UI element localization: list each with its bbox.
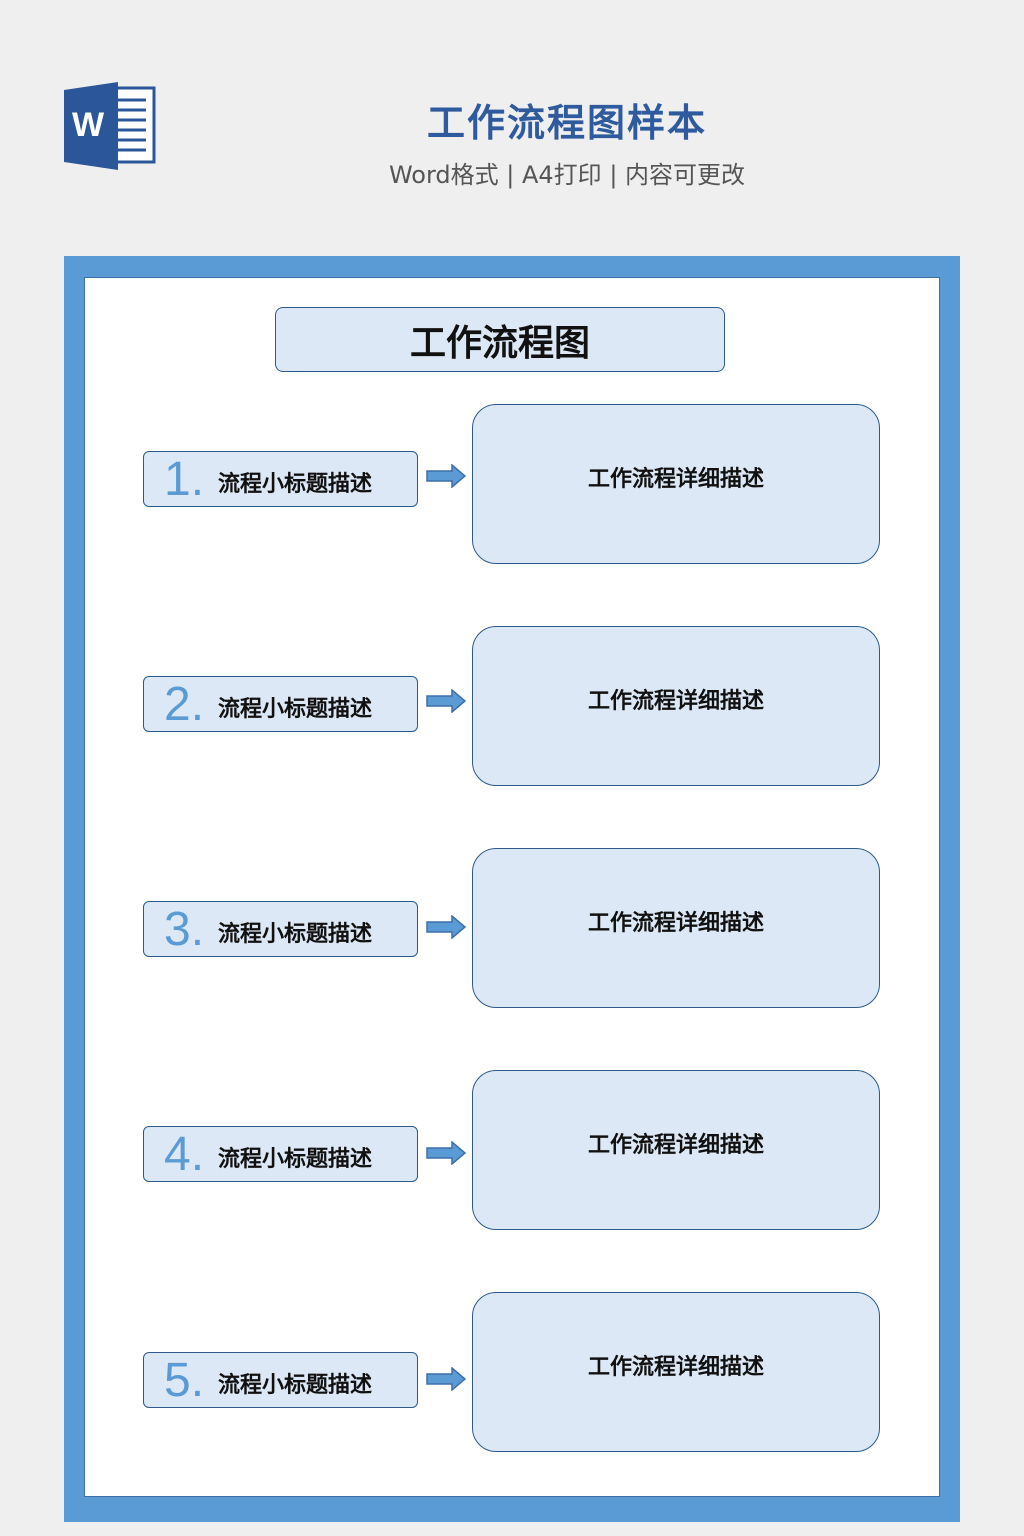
arrow-right-icon [426, 1141, 466, 1165]
step-number: 3. [164, 903, 205, 956]
step-label: 流程小标题描述 [218, 1373, 373, 1398]
step-description: 工作流程详细描述 [587, 1355, 764, 1380]
arrow-right-icon [426, 1367, 466, 1391]
step-label-box: 1. 流程小标题描述 [143, 451, 418, 507]
step-label: 流程小标题描述 [218, 697, 373, 722]
page-subtitle: Word格式 | A4打印 | 内容可更改 [388, 161, 746, 189]
step-description: 工作流程详细描述 [587, 467, 764, 492]
step-label: 流程小标题描述 [218, 922, 373, 947]
step-label: 流程小标题描述 [218, 472, 373, 497]
step-description: 工作流程详细描述 [587, 911, 764, 936]
step-description-box: 工作流程详细描述 [472, 626, 880, 786]
step-description-box: 工作流程详细描述 [472, 404, 880, 564]
step-number: 4. [164, 1128, 205, 1181]
step-number: 1. [164, 453, 205, 506]
word-document-icon: W [64, 82, 156, 170]
step-label: 流程小标题描述 [218, 1147, 373, 1172]
page-title: 工作流程图样本 [426, 101, 707, 145]
step-description: 工作流程详细描述 [587, 1133, 764, 1158]
step-description-box: 工作流程详细描述 [472, 1292, 880, 1452]
arrow-right-icon [426, 689, 466, 713]
word-icon-letter: W [72, 106, 105, 144]
step-label-box: 3. 流程小标题描述 [143, 901, 418, 957]
flowchart-title: 工作流程图 [275, 307, 725, 372]
step-number: 2. [164, 678, 205, 731]
step-label-box: 5. 流程小标题描述 [143, 1352, 418, 1408]
step-description: 工作流程详细描述 [587, 689, 764, 714]
step-description-box: 工作流程详细描述 [472, 848, 880, 1008]
arrow-right-icon [426, 464, 466, 488]
step-label-box: 2. 流程小标题描述 [143, 676, 418, 732]
step-description-box: 工作流程详细描述 [472, 1070, 880, 1230]
step-number: 5. [164, 1354, 205, 1407]
step-label-box: 4. 流程小标题描述 [143, 1126, 418, 1182]
arrow-right-icon [426, 915, 466, 939]
